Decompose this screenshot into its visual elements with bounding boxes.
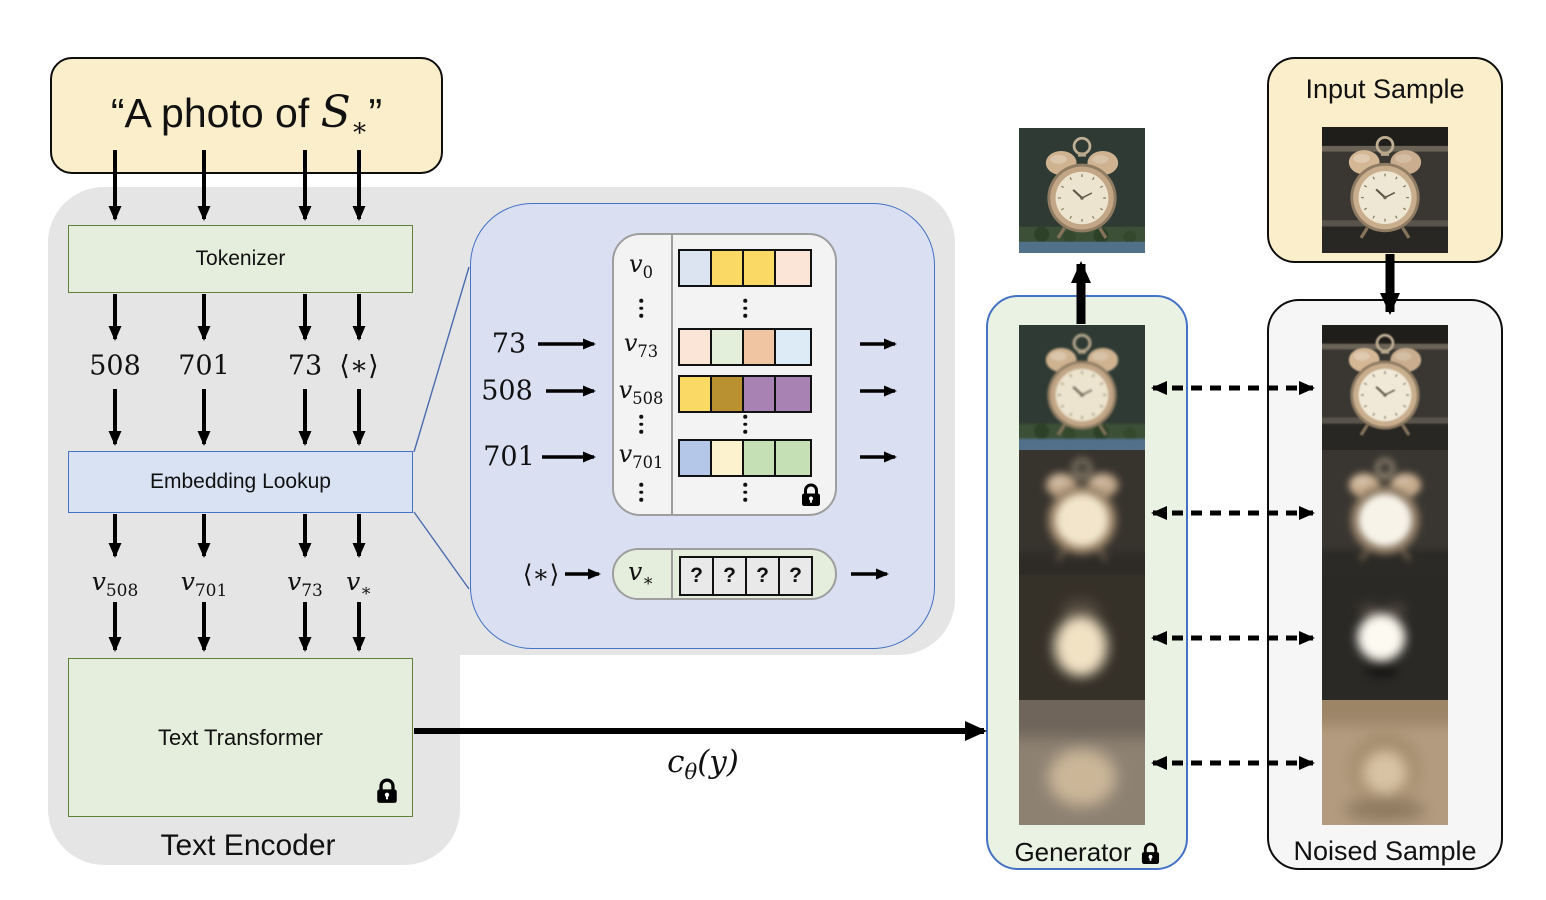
prompt-box: “A photo of S∗” [50,57,443,174]
noised-image-step3 [1322,575,1448,700]
embedding-cell-701-3 [774,439,812,477]
generator-image-step2 [1019,450,1145,575]
star-token-label: ⟨∗⟩ [522,559,560,589]
vstar-pill-divider [671,548,673,600]
embedding-cell-73-3 [774,328,812,366]
input-sample-image [1322,127,1448,253]
tokenizer-label: Tokenizer [195,247,286,270]
embedding-cell-0-1 [710,249,748,287]
table-ellipsis-cells [743,482,747,502]
text-encoder-label: Text Encoder [160,829,336,862]
vstar-cell-0: ? [679,556,714,596]
table-ellipsis-label [639,482,643,502]
table-var-label-0: v0 [629,250,653,282]
generator-caption: Generator [986,836,1188,868]
embedding-var-label-3: v∗ [346,567,372,601]
table-var-label-508: v508 [618,376,664,408]
embedding-cell-508-1 [710,375,748,413]
embedding-table-lock-icon [801,483,821,507]
embedding-table-divider [671,233,673,516]
text-transformer-lock-icon [376,778,398,804]
generator-image-step1 [1019,325,1145,450]
table-var-label-73: v73 [623,329,659,361]
embedding-var-label-1: v701 [180,567,228,601]
table-ellipsis-cells [743,414,747,434]
generated-output-image [1019,128,1145,253]
generator-label: Generator [1014,836,1132,867]
embedding-cell-508-3 [774,375,812,413]
text-transformer-label: Text Transformer [157,724,324,750]
noised-image-step4 [1322,700,1448,825]
vstar-label: v∗ [628,557,654,591]
token-label-2: 73 [287,350,323,382]
table-ellipsis-cells [743,298,747,318]
vstar-cell-2: ? [745,556,780,596]
embedding-lookup-box: Embedding Lookup [68,451,413,513]
embedding-var-label-0: v508 [91,567,139,601]
noised-image-step2 [1322,450,1448,575]
prompt-text: “A photo of S∗” [110,87,383,144]
token-label-3: ⟨∗⟩ [339,350,379,382]
generator-image-step3 [1019,575,1145,700]
embedding-var-label-2: v73 [287,567,323,601]
table-ellipsis-label [639,414,643,434]
vstar-cell-3: ? [778,556,813,596]
embedding-cell-701-2 [742,439,780,477]
noised-sample-label: Noised Sample [1293,835,1477,866]
conditioning-label: cθ(y) [667,743,739,785]
embedding-cell-701-0 [678,439,716,477]
embedding-lookup-label: Embedding Lookup [150,470,331,493]
vstar-cell-1: ? [712,556,747,596]
token-label-0: 508 [89,350,141,382]
detail-input-token-0: 73 [491,328,527,360]
text-transformer-box: Text Transformer [68,658,413,817]
tokenizer-box: Tokenizer [68,225,413,293]
detail-input-token-1: 508 [481,375,533,407]
prompt-symbol: S [320,87,351,139]
embedding-cell-0-3 [774,249,812,287]
token-label-1: 701 [178,350,230,382]
table-var-label-701: v701 [618,440,664,472]
noised-image-step1 [1322,325,1448,450]
generator-image-step4 [1019,700,1145,825]
generator-lock-icon [1141,841,1160,864]
detail-input-token-2: 701 [483,441,535,473]
input-sample-label: Input Sample [1305,73,1465,104]
table-ellipsis-label [639,298,643,318]
